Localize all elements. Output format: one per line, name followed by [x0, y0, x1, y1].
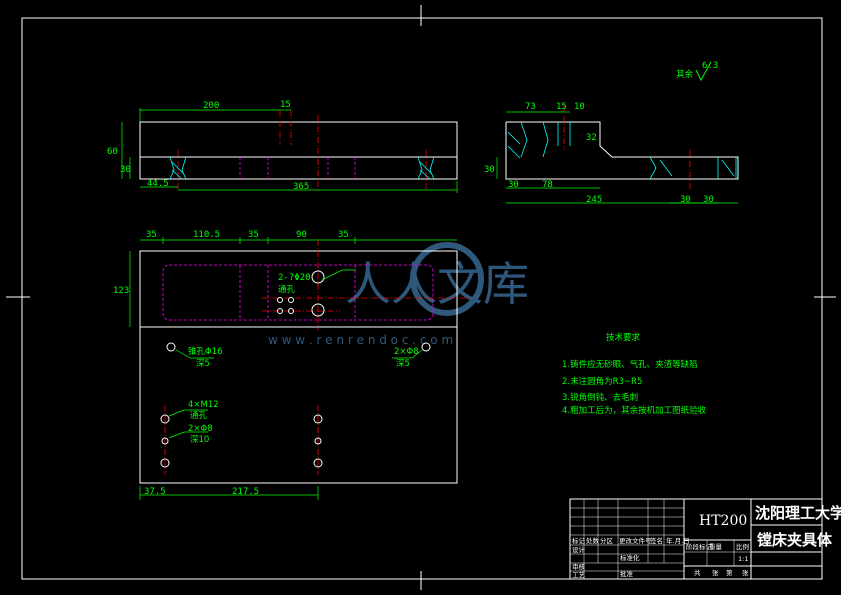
title-block-weight: 重量 [709, 543, 723, 551]
roughness-label: 其余 [676, 69, 694, 80]
side-dim-height: 30 [484, 165, 495, 175]
title-block-col-date: 年.月.日 [666, 536, 690, 545]
callout-1-line1: 2-?Φ20 [278, 273, 311, 283]
side-dim-base: 30 [508, 180, 519, 190]
title-block-scale: 1:1 [738, 555, 748, 563]
title-block-row-process: 工艺 [572, 571, 586, 579]
watermark: 人人文库 w w w . r e n r e n d o c . c o m [268, 242, 529, 347]
title-block-material: HT200 [699, 513, 747, 529]
title-block-school: 沈阳理工大学 [755, 504, 841, 522]
title-block-standard: 标准化 [620, 553, 640, 562]
watermark-url: w w w . r e n r e n d o c . c o m [268, 333, 453, 347]
callout-2-line1: 锥孔Φ16 [188, 346, 223, 357]
tech-req-item-4: 4.粗加工后为，其余按机加工图纸验收 [562, 405, 707, 416]
title-block-stage: 阶段标记 [686, 542, 713, 551]
side-dim-b: 30 [703, 195, 714, 205]
top-dim-bottom-1: 37.5 [144, 487, 166, 497]
title-block-part-name: 镗床夹具体 [757, 531, 833, 549]
technical-requirements: 技术要求 1.铸件应无砂眼、气孔、夹渣等缺陷 2.未注圆角为R3~R5 3.锐角… [562, 332, 707, 416]
title-block-col-zone: 分区 [600, 536, 614, 545]
front-dim-length: 365 [293, 182, 309, 192]
title-block-col-docno: 更改文件号 [619, 536, 652, 545]
side-view: 73 15 10 30 30 78 245 30 30 32 [484, 102, 739, 205]
top-view: 35 110.5 35 90 35 123 37.5 217.5 2-?Φ20 … [113, 230, 470, 500]
title-block-approve: 批准 [620, 569, 634, 578]
side-dim-step: 78 [542, 180, 553, 190]
front-dim-width: 200 [203, 101, 219, 111]
callout-4-line1: 4×M12 [188, 400, 219, 410]
callout-3-line1: 2×Φ8 [394, 347, 419, 357]
front-view: 200 15 60 30 44.5 365 [107, 100, 458, 193]
side-angle-label: 32 [586, 133, 597, 143]
title-block-row-mark: 标记 [572, 536, 586, 545]
top-dim-bottom-2: 217.5 [232, 487, 259, 497]
roughness-symbol: 其余 6.3 [676, 61, 718, 82]
top-dim-5: 35 [338, 230, 349, 240]
title-block-sheet2: 张 [742, 568, 749, 577]
front-dim-slot: 15 [280, 100, 291, 110]
side-dim-slot: 15 [556, 102, 567, 112]
title-block-col-sign: 签名 [650, 536, 663, 545]
top-dim-3: 35 [248, 230, 259, 240]
callout-3-line2: 深5 [396, 359, 410, 369]
tech-req-item-2: 2.未注圆角为R3~R5 [562, 376, 642, 387]
callout-5-line1: 2×Φ8 [188, 424, 213, 434]
side-dim-slot2: 10 [574, 102, 585, 112]
side-dim-a: 30 [680, 195, 691, 205]
title-block-sheet1: 张 [712, 568, 719, 577]
front-dim-base: 30 [120, 165, 131, 175]
tech-req-title: 技术要求 [606, 332, 641, 343]
callout-4-line2: 通孔 [190, 410, 208, 421]
title-block-row-review: 审核 [572, 562, 586, 571]
side-dim-top: 73 [525, 102, 536, 112]
callout-1-line2: 通孔 [278, 284, 296, 295]
tech-req-item-1: 1.铸件应无砂眼、气孔、夹渣等缺陷 [562, 359, 698, 370]
top-dim-4: 90 [296, 230, 307, 240]
top-dim-1: 35 [146, 230, 157, 240]
tech-req-item-3: 3.锐角倒钝、去毛刺 [562, 392, 638, 403]
roughness-value: 6.3 [702, 61, 718, 71]
top-dim-height: 123 [113, 286, 129, 296]
title-block-total: 共 [694, 568, 701, 577]
title-block-ratio: 比例 [736, 542, 749, 551]
title-block-no: 第 [726, 568, 733, 577]
watermark-text: 人人文库 [345, 257, 529, 311]
drawing-frame [6, 5, 836, 590]
callout-2-line2: 深5 [196, 359, 210, 369]
front-dim-height: 60 [107, 147, 118, 157]
title-block: HT200 沈阳理工大学 镗床夹具体 1:1 标记 设计 审核 工艺 处数 分区… [569, 498, 841, 580]
side-dim-total: 245 [586, 195, 602, 205]
top-dim-2: 110.5 [193, 230, 220, 240]
front-dim-offset: 44.5 [147, 179, 169, 189]
title-block-col-count: 处数 [586, 536, 600, 545]
title-block-row-design: 设计 [572, 545, 586, 554]
callout-5-line2: 深10 [190, 435, 209, 445]
